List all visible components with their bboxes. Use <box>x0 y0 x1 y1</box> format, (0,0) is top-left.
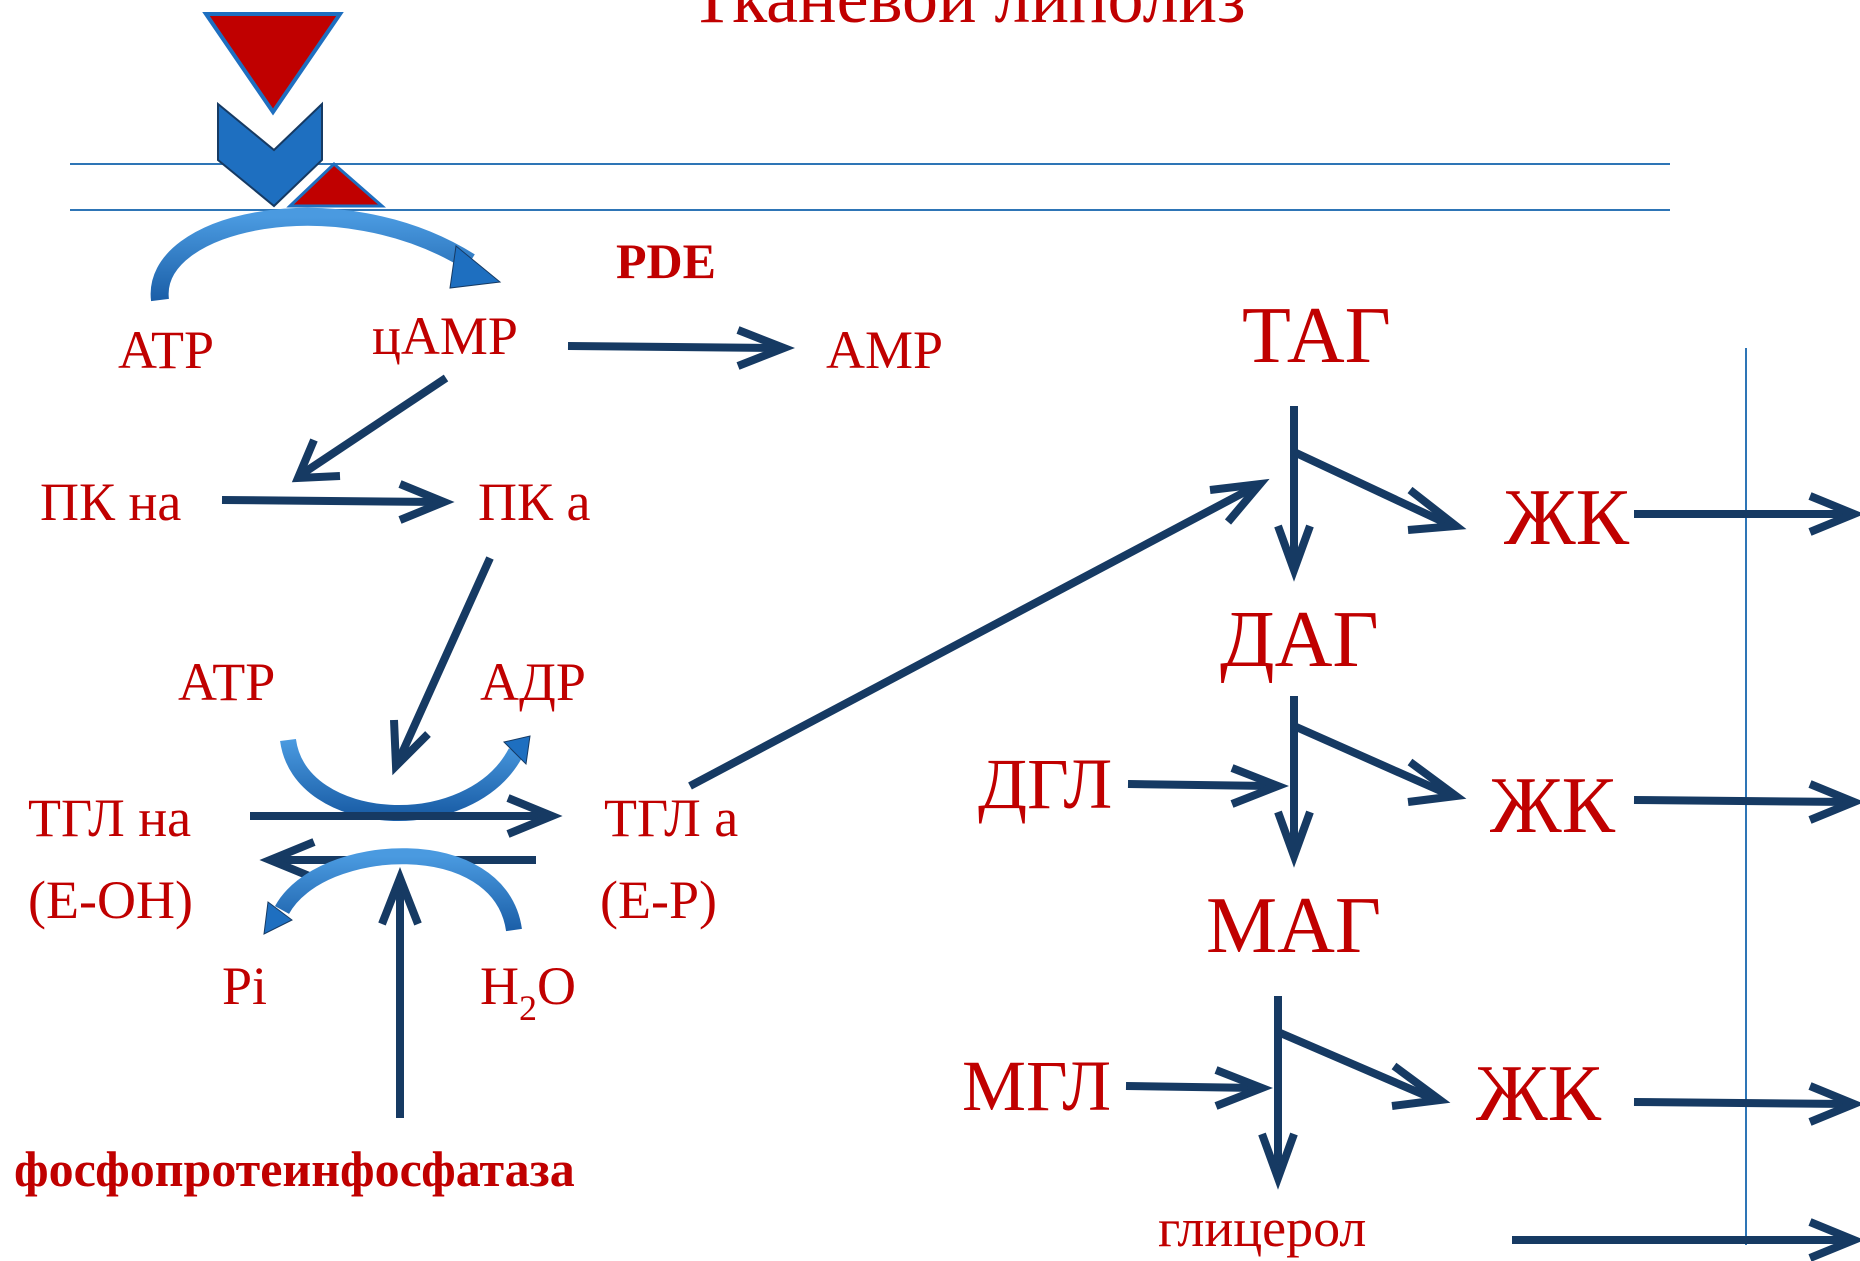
pde-label: PDE <box>616 233 716 289</box>
tgl-to-tag-arrow <box>688 482 1258 790</box>
fa-3-export-arrow <box>1633 1098 1851 1108</box>
tgl-deactivation-arrowhead-icon <box>259 838 316 882</box>
fatty-acid-label-3: ЖК <box>1476 1050 1602 1138</box>
tag-label: ТАГ <box>1242 292 1391 380</box>
dag-to-fa-arrowhead-icon <box>1407 758 1467 806</box>
mag-to-fa-arrowhead-icon <box>1391 1062 1451 1110</box>
pi-label: Pi <box>222 956 267 1016</box>
receptor-chevron-icon <box>217 101 323 208</box>
tgl-inactive-form-label: (Е-ОН) <box>28 870 193 930</box>
water-to-pi-curve-arrow <box>274 848 522 932</box>
camp-to-amp-arrow <box>567 342 781 352</box>
glycerol-label: глицерол <box>1158 1198 1366 1258</box>
fa-2-export-arrowhead-icon <box>1808 780 1860 824</box>
pk-activation-arrow <box>221 496 441 506</box>
glycerol-export-arrowhead-icon <box>1808 1218 1860 1261</box>
mgl-to-cascade-arrow <box>1125 1082 1259 1092</box>
tag-to-fa-arrowhead-icon <box>1407 486 1467 534</box>
fa-2-export-arrow <box>1633 796 1851 806</box>
tgl-active-label: ТГЛ а <box>604 788 738 848</box>
adp-label: АДР <box>480 652 586 712</box>
tgl-to-tag-arrowhead-icon <box>1209 478 1270 525</box>
camp-curve-arrowhead-icon <box>449 245 502 289</box>
mag-label: МАГ <box>1206 882 1381 970</box>
dgl-to-cascade-arrow <box>1127 780 1275 790</box>
fa-3-export-arrowhead-icon <box>1808 1082 1860 1126</box>
adp-curve-arrowhead-icon <box>503 735 531 766</box>
tgl-activation-arrowhead-icon <box>506 794 563 838</box>
tgl-inactive-label: ТГЛ на <box>28 788 191 848</box>
pk-inactive-label: ПК на <box>40 472 181 532</box>
fa-1-export-arrowhead-icon <box>1808 492 1860 536</box>
phosphatase-arrowhead-icon <box>378 867 422 926</box>
water-label: H2O <box>480 956 576 1028</box>
tag-to-fa-branch <box>1292 448 1454 530</box>
pk-activation-arrowhead-icon <box>398 480 455 524</box>
amp-label: АМР <box>826 320 943 380</box>
adenylate-cyclase-triangle-icon <box>286 161 386 208</box>
dag-to-fa-branch <box>1292 722 1454 800</box>
mag-to-fa-branch <box>1276 1028 1438 1104</box>
tgl-active-form-label: (Е-Р) <box>600 870 717 930</box>
dag-to-mag-arrowhead-icon <box>1274 810 1314 868</box>
phosphatase-label: фосфопротеинфосфатаза <box>14 1141 575 1197</box>
dag-label: ДАГ <box>1220 596 1379 684</box>
camp-label: цАМР <box>372 306 518 366</box>
camp-to-amp-arrowhead-icon <box>736 326 795 370</box>
tag-to-dag-arrowhead-icon <box>1274 524 1314 582</box>
pi-curve-arrowhead-icon <box>263 901 293 935</box>
page-title: Тканевой липолиз <box>690 0 1246 38</box>
hormone-triangle-icon <box>202 12 344 116</box>
pk-to-tgl-arrowhead-icon <box>390 719 431 776</box>
camp-to-pk-arrowhead-icon <box>291 438 341 483</box>
fatty-acid-label-2: ЖК <box>1490 762 1616 850</box>
mgl-label: МГЛ <box>962 1046 1111 1126</box>
camp-to-pk-arrow <box>299 374 449 478</box>
pk-active-label: ПК а <box>478 472 591 532</box>
fatty-acid-label-1: ЖК <box>1504 474 1630 562</box>
atp-label-top: ATP <box>118 320 214 380</box>
dgl-label: ДГЛ <box>978 744 1112 824</box>
dgl-to-cascade-arrowhead-icon <box>1230 764 1289 808</box>
atp-label-mid: АТР <box>178 652 275 712</box>
atp-to-camp-curve-arrow <box>150 207 475 302</box>
pk-to-tgl-arrow <box>394 556 494 764</box>
mag-to-glycerol-arrowhead-icon <box>1258 1132 1298 1190</box>
mgl-to-cascade-arrowhead-icon <box>1214 1066 1273 1110</box>
